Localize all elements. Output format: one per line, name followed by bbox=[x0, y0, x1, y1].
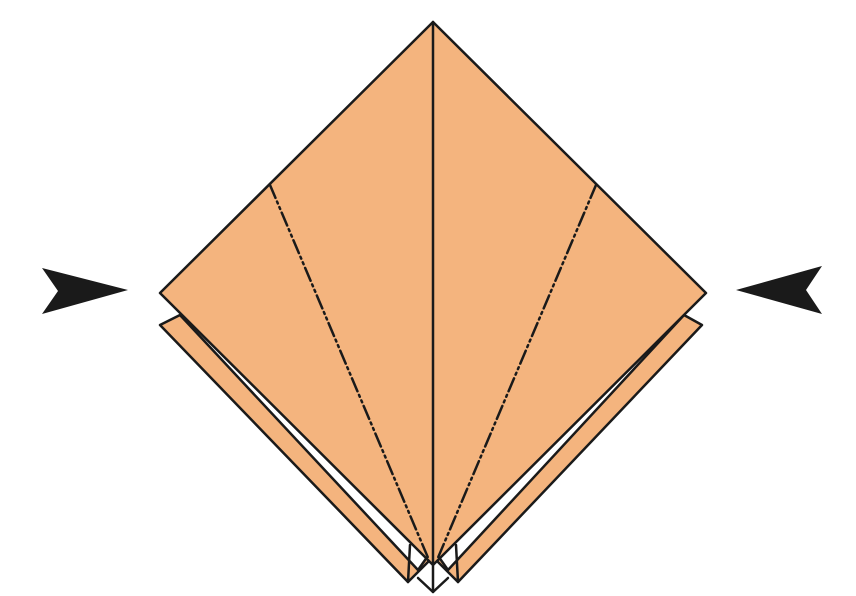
arrowhead-right-icon bbox=[42, 268, 128, 314]
bottom-tip-right bbox=[454, 543, 460, 584]
bottom-tip-left bbox=[406, 543, 412, 584]
right-mountain-fold-line bbox=[435, 183, 598, 562]
left-mountain-fold-line bbox=[268, 183, 431, 562]
arrowhead-left-icon bbox=[736, 266, 822, 314]
